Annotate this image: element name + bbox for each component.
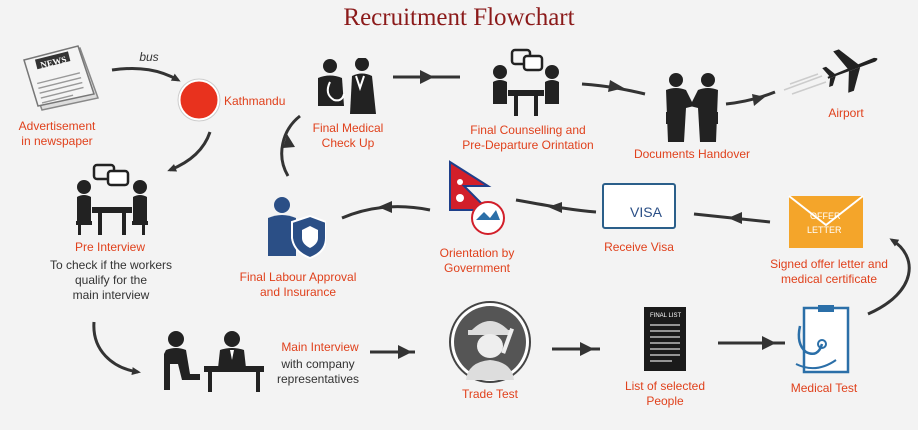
label-airport: Airport bbox=[828, 106, 864, 120]
airplane-icon bbox=[783, 49, 878, 95]
label-signed-offer: Signed offer letter and medical certific… bbox=[770, 257, 888, 286]
pre-interview-icon bbox=[76, 163, 148, 235]
arrow-ad-to-kathmandu bbox=[111, 66, 181, 82]
label-labour-approval: Final Labour Approval and Insurance bbox=[239, 270, 357, 299]
kathmandu-location-dot bbox=[177, 78, 221, 122]
documents-handover-icon bbox=[666, 73, 718, 142]
label-selected-people: List of selected People bbox=[624, 379, 706, 408]
label-trade-test: Trade Test bbox=[461, 387, 519, 401]
main-interview-icon bbox=[164, 331, 264, 392]
arrow-medical-to-offer bbox=[867, 238, 911, 316]
svg-text:OFFER: OFFER bbox=[810, 211, 841, 221]
insurance-shield-icon bbox=[268, 197, 326, 260]
trade-test-worker-icon bbox=[449, 301, 531, 383]
label-kathmandu: Kathmandu bbox=[224, 94, 286, 108]
label-pre-interview: Pre Interview bbox=[74, 240, 146, 254]
nepal-flag-icon bbox=[449, 160, 505, 235]
medical-clipboard-icon bbox=[795, 305, 850, 374]
arrow-kathmandu-to-preinterview bbox=[167, 131, 212, 172]
arrow-labour-to-medical bbox=[280, 114, 301, 177]
visa-card-icon: VISA bbox=[602, 183, 676, 229]
label-bus: bus bbox=[139, 50, 159, 64]
arrow-preinterview-to-maininterview bbox=[92, 321, 141, 376]
label-main-interview: Main Interview bbox=[281, 340, 359, 354]
offer-letter-envelope-icon: OFFER LETTER bbox=[788, 195, 864, 248]
label-pre-interview-desc: To check if the workers qualify for the … bbox=[49, 258, 173, 302]
svg-text:LETTER: LETTER bbox=[807, 225, 842, 235]
newspaper-icon: NEWS bbox=[23, 45, 99, 111]
final-medical-checkup-icon bbox=[318, 58, 376, 114]
label-main-interview-desc: with company representatives bbox=[276, 357, 360, 386]
svg-text:FINAL LIST: FINAL LIST bbox=[650, 313, 681, 319]
label-medical-test: Medical Test bbox=[790, 381, 858, 395]
counselling-icon bbox=[493, 48, 559, 116]
label-receive-visa: Receive Visa bbox=[604, 240, 674, 254]
label-orientation: Orientation by Government bbox=[439, 246, 515, 275]
svg-text:VISA: VISA bbox=[630, 204, 663, 220]
label-advertisement: Advertisement in newspaper bbox=[18, 119, 96, 148]
label-final-medical: Final Medical Check Up bbox=[312, 121, 384, 150]
label-final-counselling: Final Counselling and Pre-Departure Orin… bbox=[462, 123, 594, 152]
arrow-documents-to-airport bbox=[725, 90, 776, 106]
diagram-title: Recruitment Flowchart bbox=[343, 4, 575, 31]
final-list-document-icon: FINAL LIST bbox=[644, 307, 686, 371]
label-documents-handover: Documents Handover bbox=[633, 147, 751, 161]
